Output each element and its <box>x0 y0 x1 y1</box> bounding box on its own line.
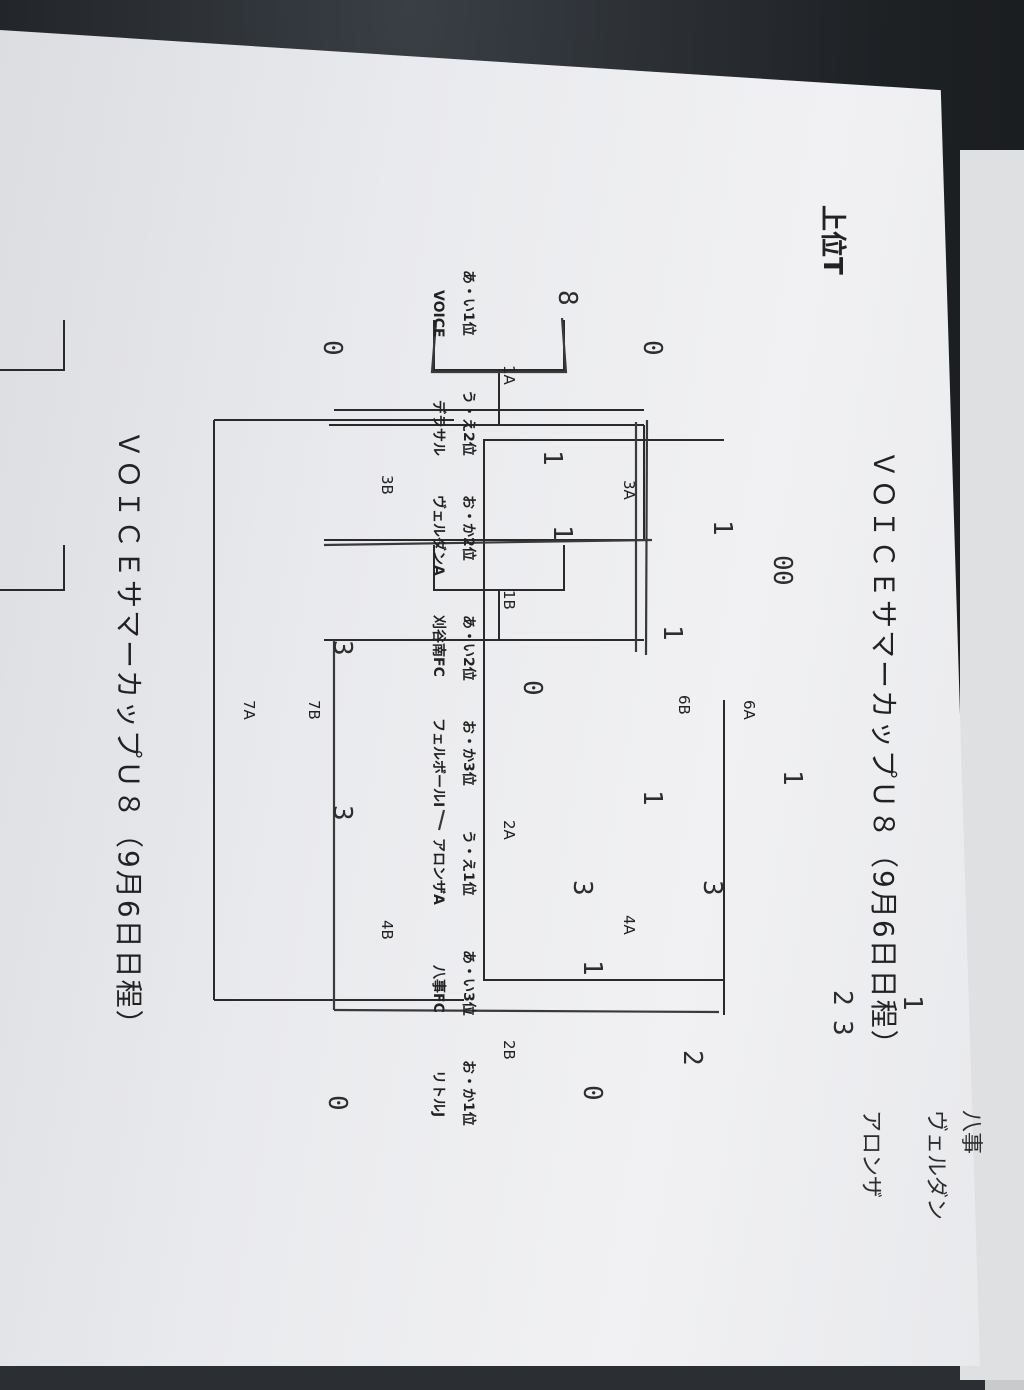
handwritten-notes: 八事 ヴェルダン アロンザ <box>858 1110 983 1220</box>
seed-team-5: フェルボールI <box>430 718 446 807</box>
match-6b: 6B <box>675 695 693 715</box>
seed-team-4: 刈谷南FC <box>430 615 447 677</box>
seed-slot-4: あ・い2位 <box>460 615 477 681</box>
score-mark: 3 <box>567 880 597 896</box>
match-7a: 7A <box>240 700 258 721</box>
score-mark: 1 <box>537 450 567 466</box>
seed-list: あ・い1位 VOICE う・え2位 デラサル お・か2位 ヴェルダンA あ・い2… <box>430 270 477 1126</box>
score-mark: 1 <box>547 525 577 541</box>
match-1a: 1A <box>500 365 518 386</box>
paper-sheet <box>0 30 980 1366</box>
match-4b: 4B <box>378 920 396 940</box>
seed-slot-1: あ・い1位 <box>460 270 477 336</box>
score-mark: 1 <box>777 770 807 786</box>
seed-team-3: ヴェルダンA <box>430 495 447 576</box>
score-mark: 3 <box>327 805 357 821</box>
score-mark: 0 <box>322 1095 352 1111</box>
seed-slot-5: お・か3位 <box>460 720 477 786</box>
pencil-strokes <box>323 317 720 1014</box>
score-mark: 2 <box>827 990 857 1006</box>
page-footer: ＶＯＩＣＥサマーカップＵ８（9月6日日程） <box>112 430 145 1040</box>
match-7b: 7B <box>305 700 323 720</box>
seed-slot-6: う・え1位 <box>460 830 477 896</box>
note-line: ヴェルダン <box>923 1110 948 1220</box>
seed-slot-7: あ・い3位 <box>460 950 477 1016</box>
score-mark: 2 <box>677 1050 707 1066</box>
match-3a: 3A <box>620 480 638 501</box>
seed-slot-2: う・え2位 <box>460 390 477 456</box>
match-2a: 2A <box>500 820 518 841</box>
seed-team-2: デラサル <box>430 400 447 456</box>
bracket-lines <box>0 320 725 1015</box>
score-mark: 0 <box>767 570 797 586</box>
match-1b: 1B <box>500 590 518 610</box>
score-mark: 0 <box>517 680 547 696</box>
score-mark: 0 <box>637 340 667 356</box>
note-line: 八事 <box>958 1110 983 1154</box>
score-mark: 1 <box>897 995 927 1011</box>
match-2b: 2B <box>500 1040 518 1060</box>
seed-team-8: リトルJ <box>430 1070 446 1117</box>
score-mark: 1 <box>707 520 737 536</box>
seed-team-6: アロンザA <box>430 838 446 905</box>
score-mark: 0 <box>577 1085 607 1101</box>
seed-slot-3: お・か2位 <box>460 495 477 561</box>
seed-team-7: 八事FC <box>430 964 447 1013</box>
score-mark: 3 <box>827 1020 857 1036</box>
match-4a: 4A <box>620 915 638 936</box>
header-left: 上位T <box>817 205 848 275</box>
score-mark: 8 <box>552 290 582 306</box>
score-mark: 1 <box>637 790 667 806</box>
page-title: ＶＯＩＣＥサマーカップＵ８（9月6日日程） <box>867 450 900 1060</box>
match-3b: 3B <box>378 475 396 495</box>
score-mark: 1 <box>577 960 607 976</box>
seed-slot-8: お・か1位 <box>460 1060 477 1126</box>
score-mark: 0 <box>317 340 347 356</box>
score-mark: 3 <box>697 880 727 896</box>
score-mark: 0 <box>767 555 797 571</box>
note-line: アロンザ <box>858 1110 883 1198</box>
handwritten-scores: 8 0 0 1 1 0 1 1 0 3 0 1 1 3 3 1 3 2 0 0 … <box>317 290 927 1111</box>
seed-team-1: VOICE <box>430 290 446 338</box>
score-mark: 1 <box>657 625 687 641</box>
match-6a: 6A <box>740 700 758 721</box>
score-mark: 3 <box>327 640 357 656</box>
